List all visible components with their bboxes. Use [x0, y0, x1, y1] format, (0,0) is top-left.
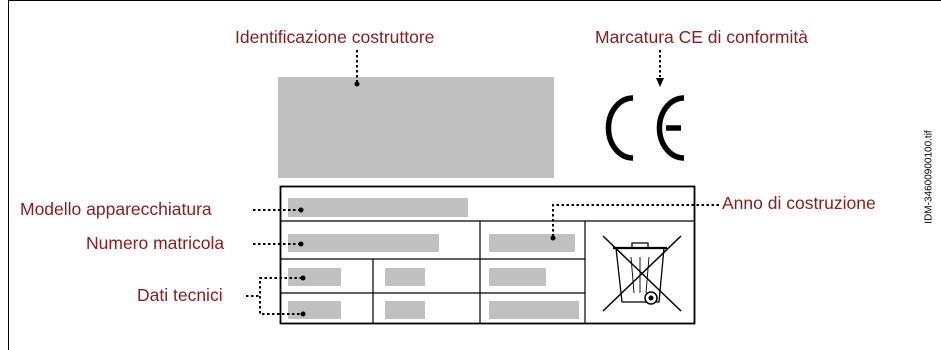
- page-frame: [8, 0, 941, 350]
- technical-data-field: [385, 301, 425, 319]
- label-equipment-model: Modello apparecchiatura: [20, 199, 212, 219]
- technical-data-field: [489, 301, 579, 319]
- technical-data-field: [288, 268, 341, 286]
- image-code: IDM-34600900100.tif: [923, 130, 935, 224]
- technical-data-field: [385, 268, 425, 286]
- technical-data-field: [288, 301, 341, 319]
- leader-end-markers: [298, 81, 556, 317]
- plate-fields: [288, 198, 579, 319]
- plate-grid: [279, 185, 696, 325]
- label-manufacturer-identification: Identificazione costruttore: [235, 27, 435, 47]
- ce-mark-icon: [605, 95, 685, 161]
- leader-year: [552, 204, 719, 237]
- manufacturer-logo-placeholder: [278, 77, 554, 178]
- label-technical-data: Dati tecnici: [137, 285, 223, 305]
- leader-technical-data: [259, 277, 302, 315]
- crossed-out-wheelie-bin-icon: [602, 235, 682, 312]
- ce-leader-arrowhead: [656, 78, 664, 87]
- technical-data-field: [489, 268, 546, 286]
- model-field: [288, 198, 468, 217]
- label-year-of-manufacture: Anno di costruzione: [722, 193, 876, 213]
- serial-number-field: [288, 234, 439, 252]
- label-serial-number: Numero matricola: [86, 233, 225, 253]
- year-field: [489, 234, 575, 252]
- label-ce-marking: Marcatura CE di conformità: [595, 27, 808, 47]
- leader-lines: [246, 50, 719, 315]
